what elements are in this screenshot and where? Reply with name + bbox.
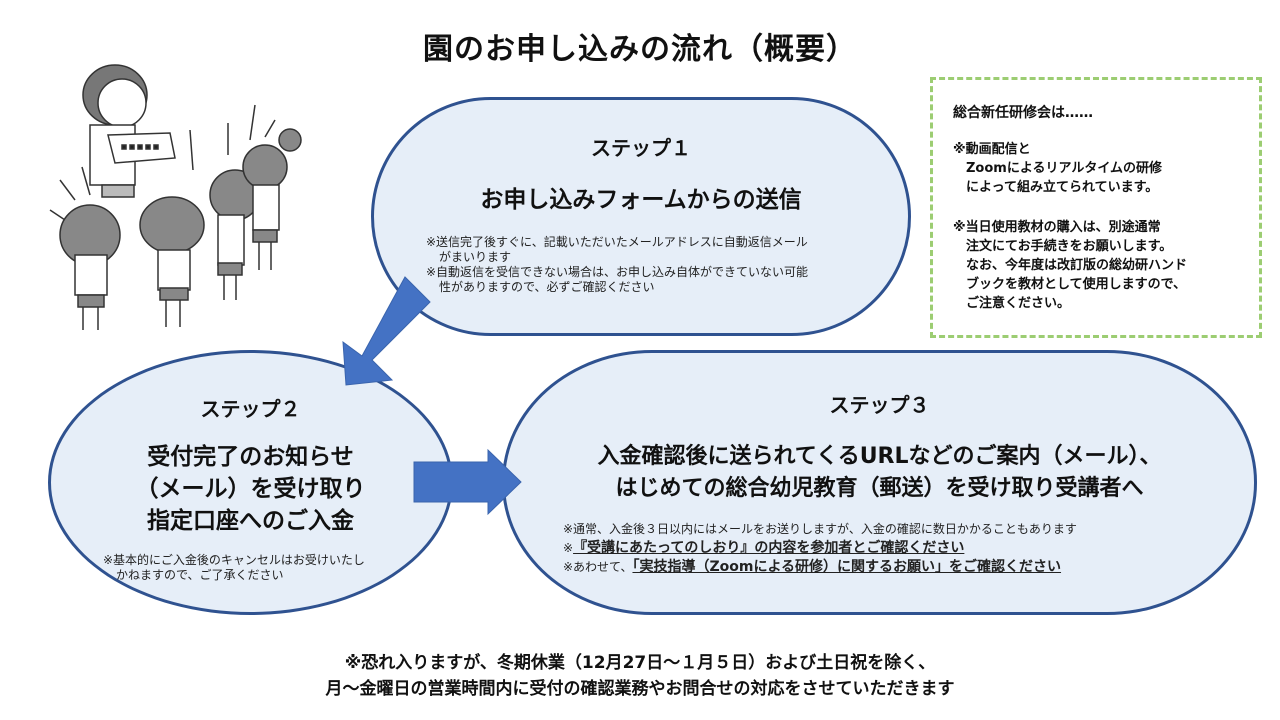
step-2-heading: ステップ２: [200, 397, 301, 421]
step-2-title-line: 受付完了のお知らせ: [147, 444, 354, 470]
training-info-line: 注文にてお手続きをお願いします。: [966, 239, 1173, 254]
step-3-heading: ステップ３: [829, 393, 930, 417]
training-info-box: 総合新任研修会は…… ※動画配信と Zoomによるリアルタイムの研修 によって組…: [930, 77, 1262, 338]
step-2-title-line: 指定口座へのご入金: [147, 508, 354, 534]
step-3-note-1-text: ※通常、入金後３日以内にはメールをお送りしますが、入金の確認に数日かかることもあ…: [563, 522, 1077, 536]
training-info-block-2: ※当日使用教材の購入は、別途通常 注文にてお手続きをお願いします。 なお、今年度…: [953, 218, 1187, 313]
guidebook-confirm-link[interactable]: 『受講にあたってのしおり』の内容を参加者とご確認ください: [573, 540, 965, 556]
step-3-bubble: ステップ３ 入金確認後に送られてくるURLなどのご案内（メール）、 はじめての総…: [502, 350, 1257, 615]
training-info-block-1: ※動画配信と Zoomによるリアルタイムの研修 によって組み立てられています。: [953, 140, 1162, 197]
step-2-note-1-cont: かねますので、ご了承ください: [116, 568, 284, 582]
step-1-notes: ※送信完了後すぐに、記載いただいたメールアドレスに自動返信メール がまいります …: [426, 235, 808, 295]
step-1-note-2: ※自動返信を受信できない場合は、お申し込み自体ができていない可能: [426, 265, 809, 279]
step-2-title: 受付完了のお知らせ （メール）を受け取り 指定口座へのご入金: [51, 441, 450, 537]
step-1-heading: ステップ１: [591, 136, 691, 160]
step-2-note-1: ※基本的にご入金後のキャンセルはお受けいたし: [103, 553, 365, 567]
business-hours-notice-line: ※恐れ入りますが、冬期休業（12月27日～１月５日）および土日祝を除く、: [344, 653, 936, 673]
step-2-bubble: ステップ２ 受付完了のお知らせ （メール）を受け取り 指定口座へのご入金 ※基本…: [48, 350, 453, 615]
step-1-note-1-cont: がまいります: [439, 250, 512, 264]
training-info-line: ※当日使用教材の購入は、別途通常: [953, 220, 1161, 235]
step-1-bubble: ステップ１ お申し込みフォームからの送信 ※送信完了後すぐに、記載いただいたメー…: [371, 97, 911, 336]
step-3-note-3: ※あわせて、「実技指導（Zoomによる研修）に関するお願い」をご確認ください: [563, 558, 1077, 577]
step-1-title: お申し込みフォームからの送信: [480, 187, 802, 213]
step-3-title-line: 入金確認後に送られてくるURLなどのご案内（メール）、: [597, 444, 1162, 469]
training-info-line: によって組み立てられています。: [966, 180, 1159, 195]
training-info-line: ※動画配信と: [953, 142, 1031, 157]
teacher-and-children-illustration: [49, 64, 302, 330]
training-info-line: Zoomによるリアルタイムの研修: [966, 161, 1163, 176]
step-3-title-line: はじめての総合幼児教育（郵送）を受け取り受講者へ: [615, 476, 1144, 501]
step-3-note-2: ※『受講にあたってのしおり』の内容を参加者とご確認ください: [563, 539, 1077, 558]
page-title: 園のお申し込みの流れ（概要）: [423, 32, 857, 67]
step-3-note-2-prefix: ※: [563, 541, 574, 555]
training-info-line: なお、今年度は改訂版の総幼研ハンド: [966, 258, 1188, 273]
business-hours-notice-line: 月～金曜日の営業時間内に受付の確認業務やお問合せの対応をさせていただきます: [325, 679, 955, 699]
zoom-training-request-link[interactable]: 「実技指導（Zoomによる研修）に関するお願い」をご確認ください: [632, 559, 1062, 575]
step-3-note-3-prefix: ※あわせて、: [563, 560, 633, 574]
step-3-title: 入金確認後に送られてくるURLなどのご案内（メール）、 はじめての総合幼児教育（…: [505, 441, 1254, 505]
step-3-note-1: ※通常、入金後３日以内にはメールをお送りしますが、入金の確認に数日かかることもあ…: [563, 520, 1077, 539]
training-info-title: 総合新任研修会は……: [953, 105, 1093, 121]
business-hours-notice: ※恐れ入りますが、冬期休業（12月27日～１月５日）および土日祝を除く、 月～金…: [0, 650, 1280, 702]
step-2-notes: ※基本的にご入金後のキャンセルはお受けいたし かねますので、ご了承ください: [103, 553, 365, 583]
training-info-line: ご注意ください。: [966, 296, 1071, 311]
step-1-note-2-cont: 性がありますので、必ずご確認ください: [439, 280, 655, 294]
step-2-title-line: （メール）を受け取り: [135, 476, 366, 502]
training-info-line: ブックを教材として使用しますので、: [966, 277, 1187, 292]
step-3-notes: ※通常、入金後３日以内にはメールをお送りしますが、入金の確認に数日かかることもあ…: [563, 520, 1077, 577]
step-1-note-1: ※送信完了後すぐに、記載いただいたメールアドレスに自動返信メール: [426, 235, 808, 249]
